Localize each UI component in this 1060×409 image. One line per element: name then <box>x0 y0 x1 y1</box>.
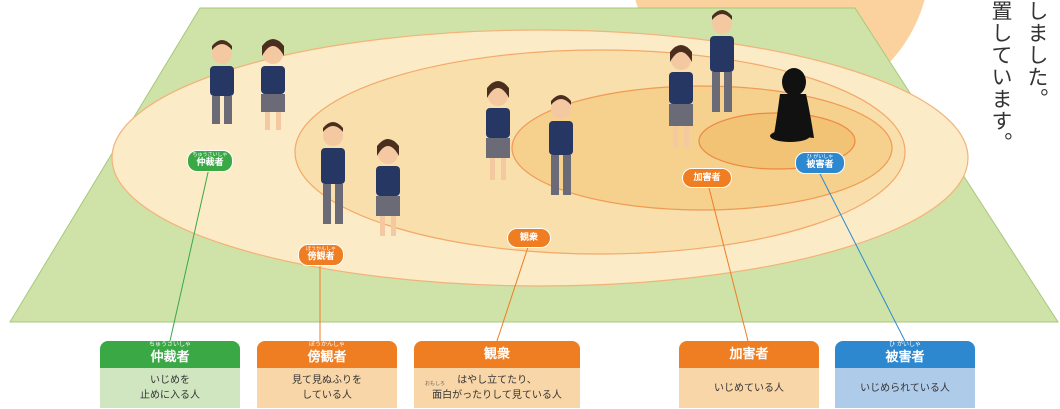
pill-bully: 加害者 <box>682 168 732 188</box>
card-mediator: ちゅうさいしゃ 仲裁者 いじめを 止めに入る人 <box>100 341 240 408</box>
card-mediator-header: ちゅうさいしゃ 仲裁者 <box>100 341 240 368</box>
student-figure-bystander-boy <box>321 122 345 224</box>
pill-audience-label: 観衆 <box>519 233 538 243</box>
card-bystander-desc-1: 見て見ぬふりを <box>292 375 362 386</box>
pill-mediator: ちゅうさいしゃ 仲裁者 <box>187 150 233 172</box>
card-mediator-ruby: ちゅうさいしゃ <box>148 341 191 348</box>
pill-victim-ruby: ひ がいしゃ <box>806 154 834 160</box>
pill-bystander: ぼうかんしゃ 傍観者 <box>298 244 344 266</box>
connector-mediator <box>169 167 210 342</box>
pill-bystander-label: 傍観者 <box>307 252 335 262</box>
vertical-text-line-1: しました。 <box>1025 0 1049 110</box>
student-figure-bully-boy <box>710 10 734 112</box>
student-figure-bystander-girl <box>376 139 400 236</box>
victim-silhouette <box>770 68 814 142</box>
card-bully: 加害者 いじめている人 <box>679 341 819 408</box>
card-bully-header: 加害者 <box>679 341 819 368</box>
card-bystander-header: ぼうかんしゃ 傍観者 <box>257 341 397 368</box>
connector-bully <box>707 183 749 342</box>
card-victim: ひ がいしゃ 被害者 いじめられている人 <box>835 341 975 408</box>
card-audience-desc-2: 面白がったりして見ている人 <box>432 390 562 401</box>
card-audience-ruby-omoshiro: おもしろ <box>425 381 446 387</box>
card-bully-body: いじめている人 <box>679 368 819 408</box>
card-victim-desc-1: いじめられている人 <box>860 382 950 394</box>
card-bystander: ぼうかんしゃ 傍観者 見て見ぬふりを している人 <box>257 341 397 408</box>
pill-victim-label: 被害者 <box>806 160 834 170</box>
card-audience-desc-1: はやし立てたり、 <box>457 375 537 386</box>
card-audience-body: はやし立てたり、 面白がったりして見ている人 <box>414 368 580 408</box>
pill-audience: 観衆 <box>507 228 551 248</box>
card-audience: 観衆 はやし立てたり、 面白がったりして見ている人 <box>414 341 580 408</box>
connector-audience <box>496 246 529 342</box>
pill-victim: ひ がいしゃ 被害者 <box>795 152 845 174</box>
card-audience-header: 観衆 <box>414 341 580 368</box>
card-mediator-title: 仲裁者 <box>150 350 190 365</box>
card-mediator-desc-1: いじめを <box>150 375 190 386</box>
card-bystander-desc-2: している人 <box>302 390 352 401</box>
pill-mediator-ruby: ちゅうさいしゃ <box>192 152 228 158</box>
student-figure-audience-boy <box>549 95 573 195</box>
student-figure-mediator-girl <box>261 39 285 130</box>
card-victim-ruby: ひ がいしゃ <box>889 341 921 348</box>
pill-bystander-ruby: ぼうかんしゃ <box>305 246 336 252</box>
card-bystander-title: 傍観者 <box>307 350 347 365</box>
card-mediator-desc-2: 止めに入る人 <box>140 390 200 401</box>
student-figure-audience-girl <box>486 81 510 180</box>
card-victim-title: 被害者 <box>885 350 925 365</box>
card-bully-title: 加害者 <box>729 347 769 362</box>
connector-victim <box>817 169 906 342</box>
card-bully-desc-1: いじめている人 <box>714 382 784 394</box>
card-victim-body: いじめられている人 <box>835 368 975 408</box>
card-audience-title: 観衆 <box>483 347 510 362</box>
student-figure-bully-girl <box>669 45 693 148</box>
card-bystander-body: 見て見ぬふりを している人 <box>257 368 397 408</box>
card-bystander-ruby: ぼうかんしゃ <box>308 341 345 348</box>
pill-bully-label: 加害者 <box>693 173 721 183</box>
student-figure-mediator-boy <box>210 40 234 124</box>
pill-mediator-label: 仲裁者 <box>196 158 224 168</box>
card-victim-header: ひ がいしゃ 被害者 <box>835 341 975 368</box>
card-mediator-body: いじめを 止めに入る人 <box>100 368 240 408</box>
vertical-text-line-2: 置しています。 <box>989 0 1013 154</box>
